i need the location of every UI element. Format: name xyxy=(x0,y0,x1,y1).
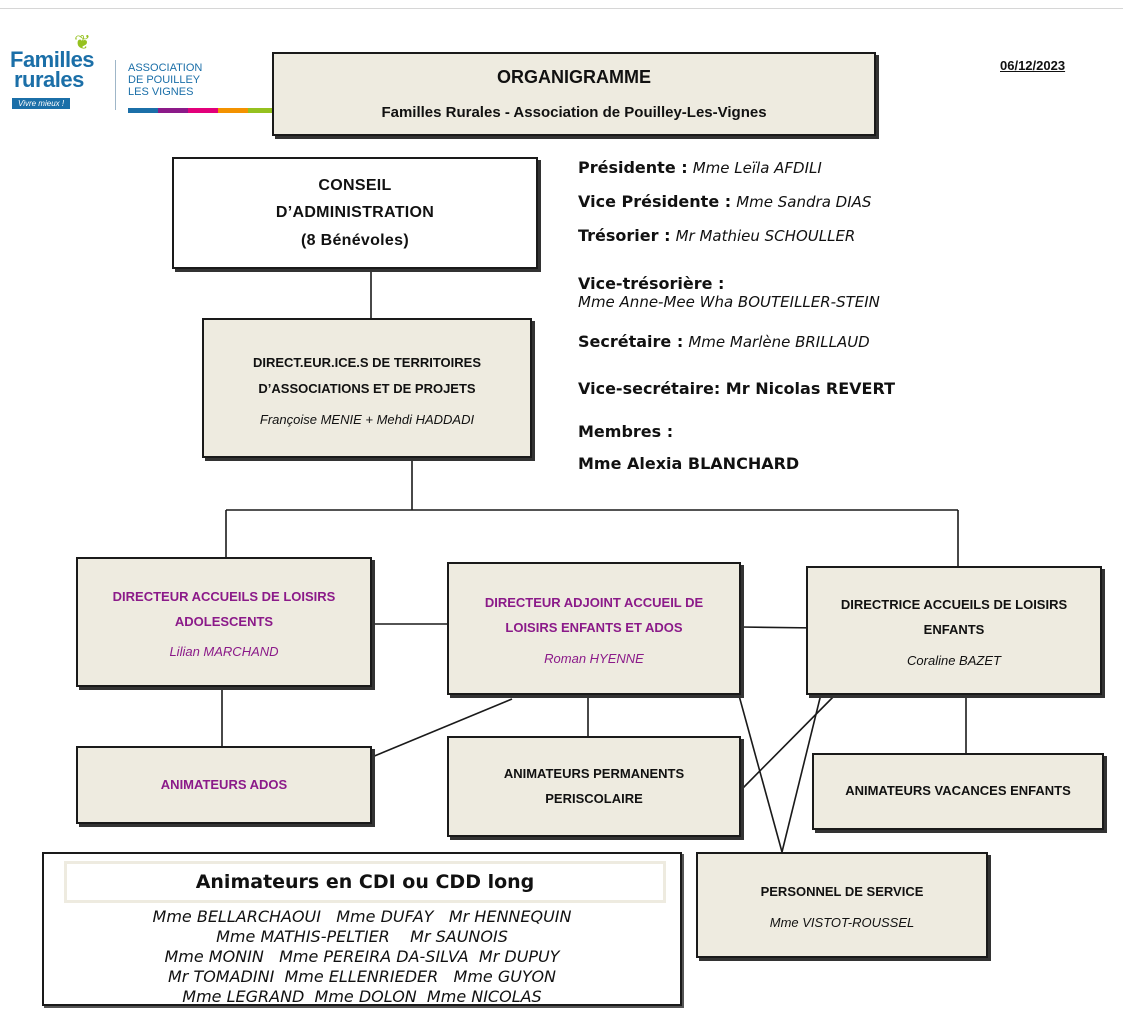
dir-adjoint-line2: LOISIRS ENFANTS ET ADOS xyxy=(505,620,683,635)
conseil-line1: CONSEIL xyxy=(318,177,392,195)
dir-adjoint-name: Roman HYENNE xyxy=(544,650,644,666)
officer-vice-tresoriere: Vice-trésorière : Mme Anne-Mee Wha BOUTE… xyxy=(578,274,880,311)
directeur-ados-box: DIRECTEUR ACCUEILS DE LOISIRS ADOLESCENT… xyxy=(76,557,372,687)
officer-vice-presidente: Vice Présidente : Mme Sandra DIAS xyxy=(578,192,871,211)
officer-label: Présidente : xyxy=(578,158,688,177)
page-top-border xyxy=(0,8,1123,9)
conseil-line2: D’ADMINISTRATION xyxy=(275,204,435,222)
officer-vice-secretaire: Vice-secrétaire: Mr Nicolas REVERT xyxy=(578,379,895,398)
logo-association-text: ASSOCIATION DE POUILLEY LES VIGNES xyxy=(128,62,202,98)
cdi-names-list: Mme BELLARCHAOUI Mme DUFAY Mr HENNEQUIN … xyxy=(44,907,680,1007)
sprout-icon: ❦ xyxy=(74,32,91,54)
dir-ados-name: Lilian MARCHAND xyxy=(169,644,279,660)
anim-vac-label: ANIMATEURS VACANCES ENFANTS xyxy=(845,783,1071,799)
animateurs-vacances-box: ANIMATEURS VACANCES ENFANTS xyxy=(812,753,1104,830)
officer-name: Mme Leïla AFDILI xyxy=(692,159,822,177)
cdi-names-line: Mme MATHIS-PELTIER Mr SAUNOIS xyxy=(216,927,508,946)
link-enfants-anim-perm xyxy=(740,689,841,791)
dir-adjoint-line1: DIRECTEUR ADJOINT ACCUEIL DE xyxy=(484,595,704,611)
logo-brand-line1: Familles xyxy=(10,47,95,72)
personnel-name: Mme VISTOT-ROUSSEL xyxy=(769,914,915,930)
directeur-adjoint-box: DIRECTEUR ADJOINT ACCUEIL DE LOISIRS ENF… xyxy=(447,562,741,695)
link-enfants-personnel xyxy=(781,689,823,853)
officer-label: Trésorier : xyxy=(578,226,671,245)
officer-label: Vice-trésorière : xyxy=(578,274,725,293)
personnel-service-box: PERSONNEL DE SERVICE Mme VISTOT-ROUSSEL xyxy=(696,852,988,958)
animateurs-cdi-box: Animateurs en CDI ou CDD long Mme BELLAR… xyxy=(42,852,682,1006)
conseil-administration-box: CONSEIL D’ADMINISTRATION (8 Bénévoles) xyxy=(172,157,538,269)
officer-tresorier: Trésorier : Mr Mathieu SCHOULLER xyxy=(578,226,855,245)
logo-color-bar xyxy=(128,108,278,113)
officer-name: Mme Anne-Mee Wha BOUTEILLER-STEIN xyxy=(578,293,880,311)
anim-perm-line1: ANIMATEURS PERMANENTS xyxy=(503,765,685,781)
direction-territoires-box: DIRECT.EUR.ICE.S DE TERRITOIRES D’ASSOCI… xyxy=(202,318,532,458)
familles-rurales-logo: ❦ Familles rurales Vivre mieux ! ASSOCIA… xyxy=(10,30,278,120)
logo-separator xyxy=(115,60,116,110)
logo-assoc-line1: ASSOCIATION xyxy=(128,62,203,74)
dir-ados-line1: DIRECTEUR ACCUEILS DE LOISIRS xyxy=(112,588,336,604)
anim-perm-line2: PERISCOLAIRE xyxy=(545,790,643,806)
logo-tagline: Vivre mieux ! xyxy=(12,98,71,109)
directrice-enfants-box: DIRECTRICE ACCUEILS DE LOISIRS ENFANTS C… xyxy=(806,566,1102,695)
dir-ados-line2: ADOLESCENTS xyxy=(174,613,274,629)
animateurs-permanents-box: ANIMATEURS PERMANENTS PERISCOLAIRE xyxy=(447,736,741,837)
cdi-names-line: Mme BELLARCHAOUI Mme DUFAY Mr HENNEQUIN xyxy=(152,907,572,926)
direction-line1: DIRECT.EUR.ICE.S DE TERRITOIRES xyxy=(252,354,481,370)
membre-1: Mme Alexia BLANCHARD xyxy=(578,454,800,473)
logo-assoc-line2: DE POUILLEY xyxy=(128,74,201,86)
cdi-names-line: Mme LEGRAND Mme DOLON Mme NICOLAS xyxy=(182,987,542,1006)
cdi-names-line: Mme MONIN Mme PEREIRA DA-SILVA Mr DUPUY xyxy=(164,947,560,966)
direction-names: Françoise MENIE + Mehdi HADDADI xyxy=(259,411,475,427)
officer-secretaire: Secrétaire : Mme Marlène BRILLAUD xyxy=(578,332,870,351)
anim-ados-label: ANIMATEURS ADOS xyxy=(160,776,288,792)
officer-name: Mme Marlène BRILLAUD xyxy=(688,333,870,351)
logo-brand-line2: rurales xyxy=(14,67,84,92)
page-subtitle: Familles Rurales - Association de Pouill… xyxy=(381,104,767,121)
direction-line2: D’ASSOCIATIONS ET DE PROJETS xyxy=(258,380,476,396)
cdi-title: Animateurs en CDI ou CDD long xyxy=(64,861,666,903)
link-adjoint-anim-ados xyxy=(371,698,513,758)
logo-assoc-line3: LES VIGNES xyxy=(128,86,194,98)
title-box: ORGANIGRAMME Familles Rurales - Associat… xyxy=(272,52,876,136)
page-title: ORGANIGRAMME xyxy=(497,67,651,87)
officer-presidente: Présidente : Mme Leïla AFDILI xyxy=(578,158,822,177)
logo-brand: Familles rurales xyxy=(10,47,95,92)
officer-label: Vice Présidente : xyxy=(578,192,732,211)
personnel-title: PERSONNEL DE SERVICE xyxy=(760,884,924,900)
officer-name: Mr Mathieu SCHOULLER xyxy=(675,227,856,245)
animateurs-ados-box: ANIMATEURS ADOS xyxy=(76,746,372,824)
officer-label: Secrétaire : xyxy=(578,332,684,351)
officer-name: Mme Sandra DIAS xyxy=(736,193,872,211)
membres-label: Membres : xyxy=(578,422,674,441)
cdi-names-line: Mr TOMADINI Mme ELLENRIEDER Mme GUYON xyxy=(167,967,557,986)
conseil-line3: (8 Bénévoles) xyxy=(301,231,409,249)
link-adjoint-personnel xyxy=(731,669,783,853)
dir-enfants-name: Coraline BAZET xyxy=(907,652,1001,668)
document-date: 06/12/2023 xyxy=(1000,58,1066,73)
dir-enfants-line2: ENFANTS xyxy=(923,622,985,637)
dir-enfants-line1: DIRECTRICE ACCUEILS DE LOISIRS xyxy=(840,597,1068,613)
